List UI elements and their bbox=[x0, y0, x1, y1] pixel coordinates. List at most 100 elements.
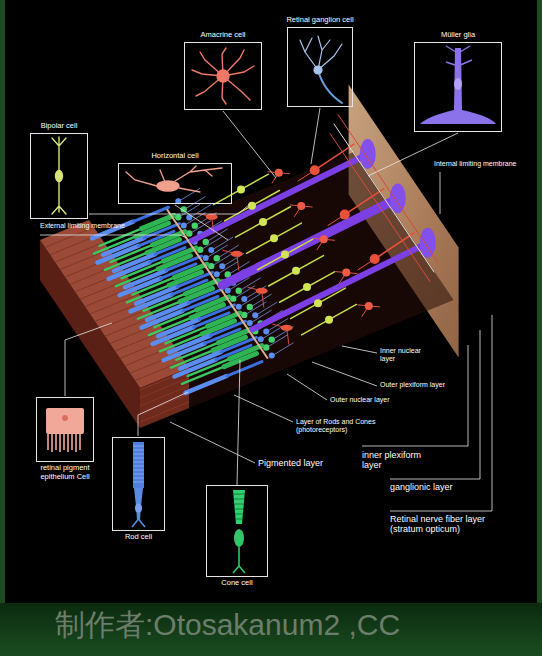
bipolar-soma bbox=[237, 185, 245, 193]
amacrine-cell bbox=[297, 202, 305, 210]
muller-glia-stem bbox=[252, 242, 429, 329]
art-shape bbox=[135, 504, 142, 513]
amacrine-cell bbox=[342, 269, 350, 277]
rod-soma bbox=[247, 320, 253, 326]
layer-label: Outer nuclear layer bbox=[330, 396, 390, 404]
bipolar-process bbox=[302, 304, 357, 334]
cone-soma bbox=[269, 336, 275, 342]
bipolar-process bbox=[291, 288, 346, 318]
pigment-front bbox=[140, 368, 189, 428]
cell-name: retinal pigment epithelium Cell bbox=[34, 464, 96, 481]
cone-soma bbox=[247, 304, 253, 310]
layer-label: inner plexiform layer bbox=[362, 450, 428, 471]
external-limiting-membrane bbox=[167, 210, 267, 358]
art-shape bbox=[300, 36, 342, 70]
rod-soma bbox=[241, 296, 247, 302]
art-shape bbox=[446, 46, 472, 66]
bipolar-process bbox=[225, 190, 280, 220]
muller-end-foot bbox=[390, 183, 406, 213]
art-shape bbox=[217, 70, 229, 82]
art-shape bbox=[287, 374, 327, 400]
layer-label: Outer plexiform layer bbox=[380, 381, 445, 389]
bipolar-soma bbox=[303, 283, 311, 291]
art-shape bbox=[52, 137, 66, 214]
layer-label: Inner nuclear layer bbox=[380, 347, 430, 363]
art-shape bbox=[314, 66, 322, 74]
cone-outer bbox=[187, 359, 229, 376]
art-shape bbox=[420, 48, 496, 124]
cone-soma bbox=[214, 255, 220, 261]
bipolar-soma bbox=[259, 218, 267, 226]
rod-soma bbox=[252, 312, 258, 318]
cone-soma bbox=[203, 239, 209, 245]
amacrine-cell bbox=[320, 235, 328, 243]
black-ground bbox=[5, 0, 537, 603]
art-shape bbox=[368, 133, 458, 176]
art-shape bbox=[440, 172, 441, 214]
rod-outer bbox=[180, 352, 221, 369]
cell-callout-box: Müller glia bbox=[414, 42, 502, 132]
art-shape bbox=[223, 111, 276, 178]
pigment-stripe bbox=[45, 227, 94, 247]
cell-name: Bipolar cell bbox=[41, 122, 78, 131]
rod-soma bbox=[181, 222, 187, 228]
cell-callout-box: Bipolar cell bbox=[30, 133, 88, 219]
membrane-label: Internal limiting membrane bbox=[434, 160, 516, 168]
cone-soma bbox=[192, 222, 198, 228]
rod-soma bbox=[225, 288, 231, 294]
muller-icon bbox=[420, 46, 496, 124]
cell-callout-box: Rod cell bbox=[112, 437, 165, 531]
art-shape bbox=[62, 415, 68, 421]
art-shape bbox=[362, 345, 468, 446]
horizontal-cell bbox=[281, 325, 293, 331]
art-shape bbox=[126, 166, 222, 192]
art-shape bbox=[170, 422, 255, 463]
bipolar-soma bbox=[314, 299, 322, 307]
art-shape bbox=[234, 395, 293, 422]
cell-callout-box: Amacrine cell bbox=[184, 42, 262, 110]
cell-name: Rod cell bbox=[125, 533, 152, 542]
art-shape bbox=[157, 181, 179, 191]
art-shape bbox=[40, 235, 187, 238]
art-shape bbox=[46, 408, 84, 434]
layer-label: ganglionic layer bbox=[390, 482, 453, 492]
ganglion-axon bbox=[375, 233, 414, 259]
pigment-top bbox=[40, 220, 189, 388]
art-shape bbox=[65, 323, 112, 396]
bipolar-icon bbox=[52, 137, 66, 214]
amacrine-icon bbox=[192, 48, 254, 104]
cell-callout-box: Retinal ganglion cell bbox=[287, 27, 353, 107]
layer-label: Retinal nerve fiber layer (stratum optic… bbox=[390, 514, 512, 535]
art-shape bbox=[48, 434, 80, 452]
art-shape bbox=[175, 205, 228, 240]
ganglion-cell bbox=[310, 165, 320, 175]
horizontal-icon bbox=[126, 166, 222, 192]
amacrine-cell bbox=[365, 302, 373, 310]
cone-icon bbox=[233, 490, 245, 573]
art-shape bbox=[56, 171, 63, 182]
rod-outer bbox=[103, 238, 144, 255]
rpe-icon bbox=[46, 408, 84, 452]
art-shape bbox=[312, 362, 377, 386]
muller-end-foot bbox=[420, 228, 436, 258]
rod-outer bbox=[169, 336, 210, 353]
art-shape bbox=[192, 48, 254, 104]
rod-inner bbox=[227, 362, 262, 376]
amacrine-cell bbox=[275, 169, 283, 177]
rod-soma bbox=[203, 255, 209, 261]
bipolar-soma bbox=[281, 251, 289, 259]
bipolar-soma bbox=[325, 316, 333, 324]
leader-lines bbox=[40, 108, 492, 511]
muller-end-foot bbox=[360, 139, 376, 169]
membrane-label: External limiting membrane bbox=[40, 222, 125, 230]
rod-soma bbox=[208, 247, 214, 253]
rod-icon bbox=[132, 442, 145, 527]
bipolar-process bbox=[247, 223, 302, 253]
art-shape bbox=[234, 529, 244, 547]
art-shape bbox=[233, 547, 245, 573]
pigment-stripe bbox=[140, 402, 189, 422]
rod-soma bbox=[214, 271, 220, 277]
